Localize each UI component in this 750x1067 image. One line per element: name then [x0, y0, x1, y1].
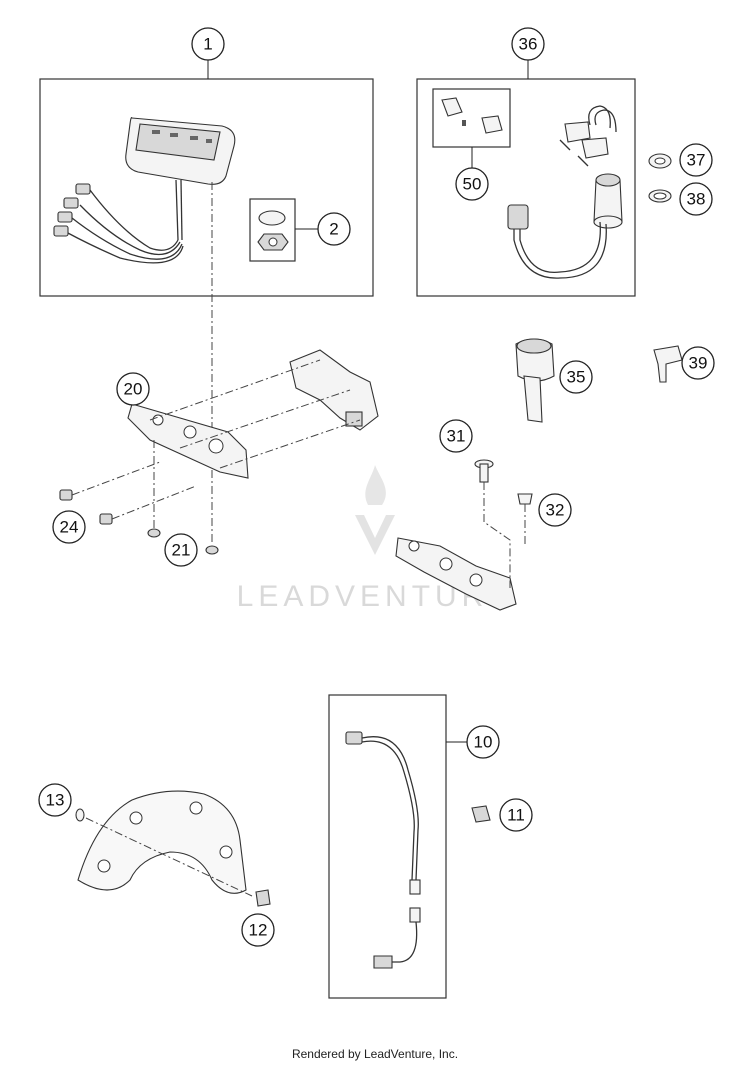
callout-13[interactable]: 13 [38, 783, 72, 817]
washer-38 [648, 189, 672, 203]
callout-36[interactable]: 36 [511, 27, 545, 61]
callout-21[interactable]: 21 [164, 533, 198, 567]
callout-12[interactable]: 12 [241, 913, 275, 947]
callout-32[interactable]: 32 [538, 493, 572, 527]
bolt-31 [474, 459, 511, 588]
washer-37 [648, 153, 672, 169]
ignition-cover-35 [515, 338, 555, 423]
callout-20-label: 20 [124, 380, 143, 399]
speed-sensor-box [328, 694, 447, 999]
speed-sensor-cable [345, 731, 421, 969]
lock-cylinder-inset [432, 88, 511, 148]
callout-24-label: 24 [60, 518, 79, 537]
callout-38[interactable]: 38 [679, 182, 713, 216]
watermark-logo [355, 515, 395, 555]
callout-38-label: 38 [687, 190, 706, 209]
callout-31-label: 31 [447, 427, 466, 446]
bracket-lower-right [395, 537, 517, 611]
callout-32-label: 32 [546, 501, 565, 520]
screw-24-a [59, 461, 161, 501]
callout-39-label: 39 [689, 354, 708, 373]
render-credit: Rendered by LeadVenture, Inc. [291, 1047, 459, 1061]
brake-disc-sensor-ring [77, 790, 253, 897]
callout-1-label: 1 [203, 35, 212, 54]
callout-1[interactable]: 1 [191, 27, 225, 61]
callout-10-label: 10 [474, 733, 493, 752]
callout-35[interactable]: 35 [559, 360, 593, 394]
speedometer-assembly-box [39, 78, 374, 297]
screw-13 [75, 808, 85, 822]
nut-12 [255, 889, 271, 907]
screw-21-b [205, 545, 219, 555]
callout-20[interactable]: 20 [116, 372, 150, 406]
callout-12-label: 12 [249, 921, 268, 940]
callout-11[interactable]: 11 [499, 798, 533, 832]
callout-31[interactable]: 31 [439, 419, 473, 453]
callout-10[interactable]: 10 [466, 725, 500, 759]
speedometer-unit [53, 117, 236, 264]
callout-50[interactable]: 50 [455, 167, 489, 201]
clip-11 [471, 805, 491, 823]
screw-21-a [147, 440, 161, 538]
callout-2-label: 2 [329, 220, 338, 239]
callout-24[interactable]: 24 [52, 510, 86, 544]
callout-35-label: 35 [567, 368, 586, 387]
screw-24-b [99, 485, 197, 525]
speedometer-seal-inset [249, 198, 296, 262]
callout-37[interactable]: 37 [679, 143, 713, 177]
callout-50-label: 50 [463, 175, 482, 194]
ignition-switch [507, 173, 623, 279]
ignition-lock-box [416, 78, 636, 297]
callout-21-label: 21 [172, 541, 191, 560]
callout-39[interactable]: 39 [681, 346, 715, 380]
callout-36-label: 36 [519, 35, 538, 54]
instrument-bracket [127, 349, 379, 479]
callout-37-label: 37 [687, 151, 706, 170]
ignition-keys [559, 105, 617, 167]
callout-13-label: 13 [46, 791, 65, 810]
key-blank-39 [653, 345, 683, 383]
grommet-32 [517, 493, 533, 546]
callout-11-label: 11 [507, 806, 525, 825]
callout-2[interactable]: 2 [317, 212, 351, 246]
